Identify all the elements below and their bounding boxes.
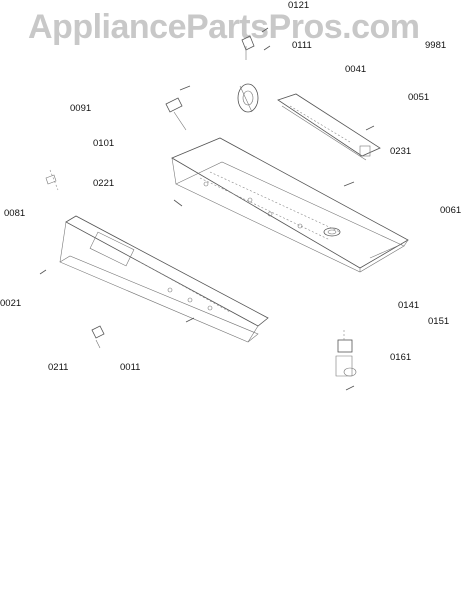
- control-panel: [59, 215, 269, 343]
- callout-0091: 0091: [70, 103, 92, 114]
- watermark-text: AppliancePartsPros.com: [28, 8, 420, 46]
- callout-0061: 0061: [440, 205, 462, 216]
- fan-assembly: [237, 27, 271, 113]
- callout-0221: 0221: [93, 178, 115, 189]
- callout-0151: 0151: [428, 316, 450, 327]
- callout-0051: 0051: [408, 92, 430, 103]
- main-panel: [171, 137, 409, 273]
- left-bracket: [165, 85, 191, 131]
- callout-0211: 0211: [48, 362, 69, 373]
- callout-0161: 0161: [390, 352, 412, 363]
- callout-0021: 0021: [0, 298, 22, 309]
- callout-0081: 0081: [4, 208, 26, 219]
- callout-0231: 0231: [390, 146, 412, 157]
- callout-0011: 0011: [120, 362, 141, 373]
- callout-9981: 9981: [425, 40, 447, 51]
- upper-bracket: [277, 93, 381, 161]
- callout-0141: 0141: [398, 300, 420, 311]
- callout-0111: 0111: [292, 40, 312, 51]
- callout-0101: 0101: [93, 138, 115, 149]
- switch-assembly: [335, 330, 357, 391]
- bottom-left-part: [91, 325, 105, 349]
- small-parts-left: [39, 169, 355, 275]
- callout-0121: 0121: [288, 0, 310, 11]
- callout-0041: 0041: [345, 64, 367, 75]
